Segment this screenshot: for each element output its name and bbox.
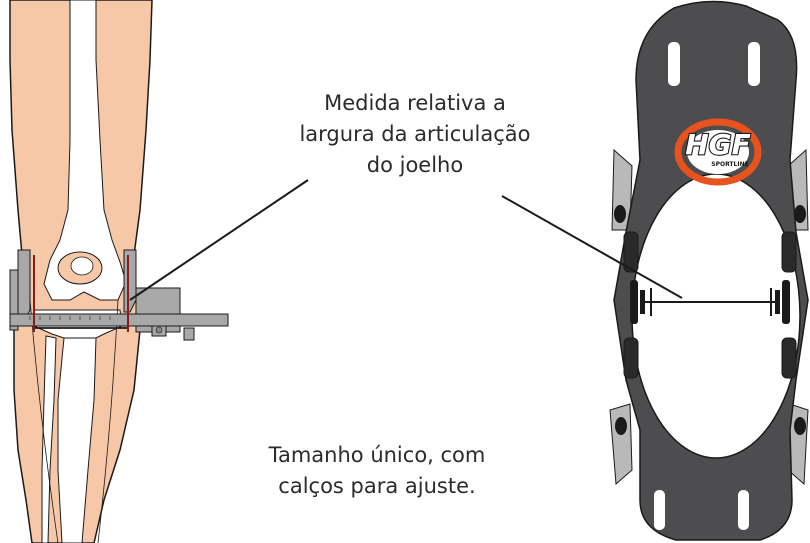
brace-patella-opening	[631, 173, 801, 459]
hgf-sportline-logo: HGF SPORTLINE	[674, 118, 762, 186]
size-caption-line-1: Tamanho único, com	[268, 443, 486, 467]
size-caption: Tamanho único, com calços para ajuste.	[232, 440, 522, 502]
leader-line-left	[129, 179, 309, 301]
brace-strap-slot	[654, 490, 665, 530]
caliper-sliding-jaw	[123, 249, 137, 313]
measurement-caption: Medida relativa a largura da articulação…	[250, 88, 580, 181]
brace-hinge-right-lower	[787, 403, 809, 486]
femur-bone	[43, 0, 127, 301]
brace-strap-slot	[668, 42, 680, 86]
caliper-fixed-jaw	[17, 249, 31, 319]
leader-line-right	[501, 195, 683, 299]
measurement-caption-line-2: largura da articulação	[299, 122, 531, 146]
brace-strap-slot	[738, 490, 749, 530]
tibia-bone	[57, 337, 97, 543]
brace-hinge-left-lower	[609, 403, 633, 486]
size-caption-line-2: calços para ajuste.	[278, 474, 476, 498]
measurement-caption-line-1: Medida relativa a	[324, 91, 506, 115]
logo-main-text: HGF	[685, 128, 751, 161]
knee-brace-illustration: HGF SPORTLINE	[609, 0, 809, 541]
brace-strap-slot	[748, 42, 760, 86]
caliper-beam	[9, 313, 229, 327]
fibula-bone	[41, 335, 57, 543]
caliper-tool	[9, 249, 229, 341]
brace-width-measure	[640, 288, 780, 316]
measurement-caption-line-3: do joelho	[366, 153, 464, 177]
logo-sub-text: SPORTLINE	[711, 161, 748, 168]
